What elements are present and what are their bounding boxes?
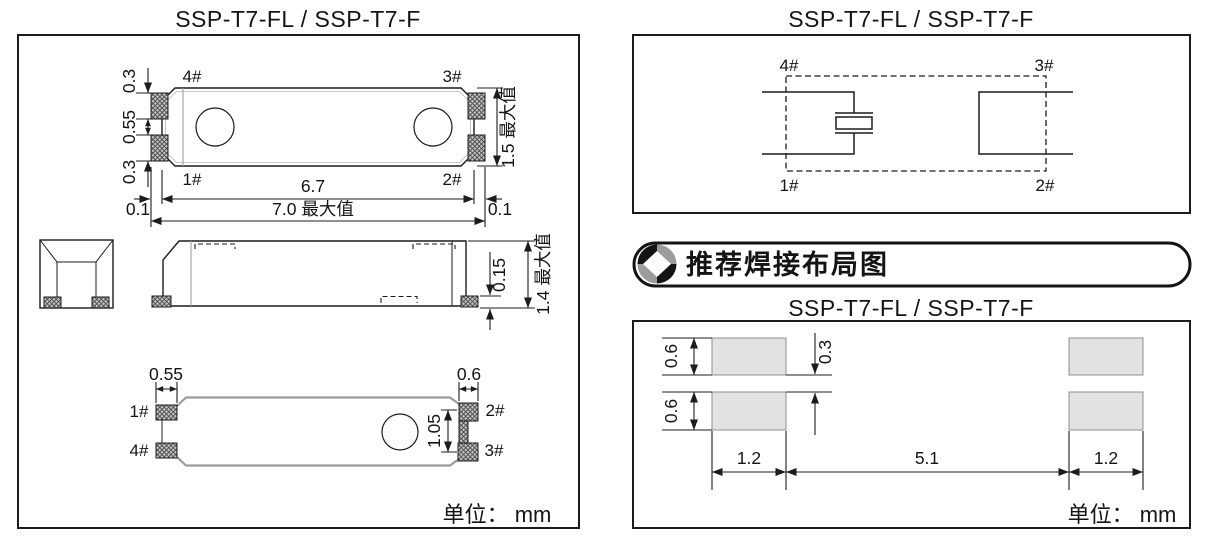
connection-diagram: SSP-T7-FL / SSP-T7-F 4# 3# 1# 2# (632, 6, 1191, 214)
bottom-pad-4 (155, 442, 178, 459)
side-view-outline (162, 240, 467, 307)
solder-pad-bottom-right (1068, 391, 1144, 431)
dim-label-overall-height: 1.5 最大值 (498, 86, 518, 168)
pad-3 (467, 92, 486, 120)
dim-label-overall-width: 7.0 最大值 (272, 199, 354, 219)
left-panel-border (17, 34, 580, 529)
dim-label-pad-width-left: 0.55 (149, 364, 183, 384)
section-banner: 推荐焊接布局图 (632, 241, 1192, 288)
dim-label-pad-height-top: 0.6 (661, 344, 681, 368)
bottom-pin-label-1: 1# (130, 402, 149, 421)
package-top-view: 4# 3# 1# 2# 0.3 0.55 0.3 1.5 最大值 6.7 7.0… (119, 67, 518, 227)
dim-label-pad-gap: 0.55 (119, 110, 139, 144)
bottom-view-outline (176, 396, 460, 467)
pin-label-4: 4# (183, 67, 202, 86)
dim-label-pad-thickness: 0.15 (489, 258, 509, 292)
left-panel-title: SSP-T7-FL / SSP-T7-F (175, 6, 421, 32)
dim-label-right-pad-width: 1.2 (1094, 448, 1118, 468)
solder-extension-lines (662, 337, 1144, 490)
solder-layout-border (632, 320, 1191, 529)
crystal-electrodes (835, 112, 873, 134)
side-view-pad-left (151, 295, 172, 308)
side-view-extension-lines (468, 240, 535, 309)
extension-lines (136, 87, 503, 227)
pin-label-3: 3# (443, 67, 462, 86)
right-panel: SSP-T7-FL / SSP-T7-F 4# 3# 1# 2# 推荐焊接布局图 (632, 6, 1192, 529)
conn-pin-label-3: 3# (1035, 56, 1054, 75)
end-view-pad-right (91, 296, 110, 309)
conn-pin-label-2: 2# (1036, 176, 1055, 195)
bottom-pin-label-4: 4# (130, 441, 149, 460)
package-footprint-dashed (785, 75, 1047, 172)
pin-label-1: 1# (183, 170, 202, 189)
solder-pad-top-right (1068, 337, 1144, 376)
side-view-hidden-lines (194, 243, 456, 303)
connection-title: SSP-T7-FL / SSP-T7-F (788, 6, 1034, 32)
conn-pin-label-1: 1# (780, 176, 799, 195)
package-side-views: 0.15 1.4 最大值 (39, 233, 553, 330)
pin-label-2: 2# (443, 170, 462, 189)
left-panel: SSP-T7-FL / SSP-T7-F 4# 3# 1# 2# (17, 6, 580, 529)
dim-label-pad-spacing: 5.1 (915, 448, 939, 468)
bottom-pad-1 (155, 404, 178, 421)
bottom-castellation-strip (458, 420, 469, 444)
banner-pill (632, 241, 1192, 288)
solder-layout: SSP-T7-FL / SSP-T7-F 0.6 0.6 0.3 1.2 5.1… (632, 295, 1191, 529)
pad-1 (150, 134, 169, 162)
pad-2 (467, 134, 486, 162)
dim-label-overhang-right: 0.1 (488, 199, 512, 219)
bottom-view-circle (381, 413, 419, 451)
dim-label-castellation: 1.05 (424, 414, 444, 448)
solder-layout-title: SSP-T7-FL / SSP-T7-F (788, 295, 1034, 321)
package-outline (161, 87, 475, 167)
solder-pad-bottom-left (711, 391, 787, 431)
dim-label-side-height: 1.4 最大值 (533, 233, 553, 315)
dim-label-pad-top: 0.3 (119, 69, 139, 93)
bullet-icon-diamond (643, 251, 671, 277)
pad-4 (150, 92, 169, 120)
dim-label-pad-height-bottom: 0.6 (661, 399, 681, 423)
bullet-icon (637, 244, 677, 284)
crystal-wires (762, 91, 855, 155)
crystal-blank-right-circle (413, 107, 453, 147)
solder-pad-top-left (711, 337, 787, 376)
package-bottom-view: 1# 4# 2# 3# 0.55 0.6 1.05 (130, 364, 505, 467)
side-view-pad-right (460, 295, 479, 308)
connection-border (632, 34, 1191, 214)
dim-label-left-pad-width: 1.2 (737, 448, 761, 468)
crystal-blank-left-circle (195, 107, 235, 147)
bottom-pin-label-2: 2# (486, 401, 505, 420)
bottom-pin-label-3: 3# (485, 441, 504, 460)
crystal-symbol (835, 116, 873, 130)
dim-label-row-gap: 0.3 (815, 340, 835, 364)
bottom-pad-2 (458, 402, 479, 422)
dim-label-overhang-left: 0.1 (126, 199, 150, 219)
end-view-pad-left (43, 296, 62, 309)
dim-label-pad-width-right: 0.6 (457, 364, 481, 384)
banner-label: 推荐焊接布局图 (686, 250, 889, 280)
right-unit-note: 单位： mm (1068, 502, 1177, 527)
bottom-pad-3 (457, 442, 479, 462)
ic-side-bracket (978, 91, 1073, 155)
dim-label-inner-width: 6.7 (301, 176, 325, 196)
left-unit-note: 单位： mm (443, 502, 552, 527)
conn-pin-label-4: 4# (780, 56, 799, 75)
dim-label-pad-bottom: 0.3 (119, 160, 139, 184)
